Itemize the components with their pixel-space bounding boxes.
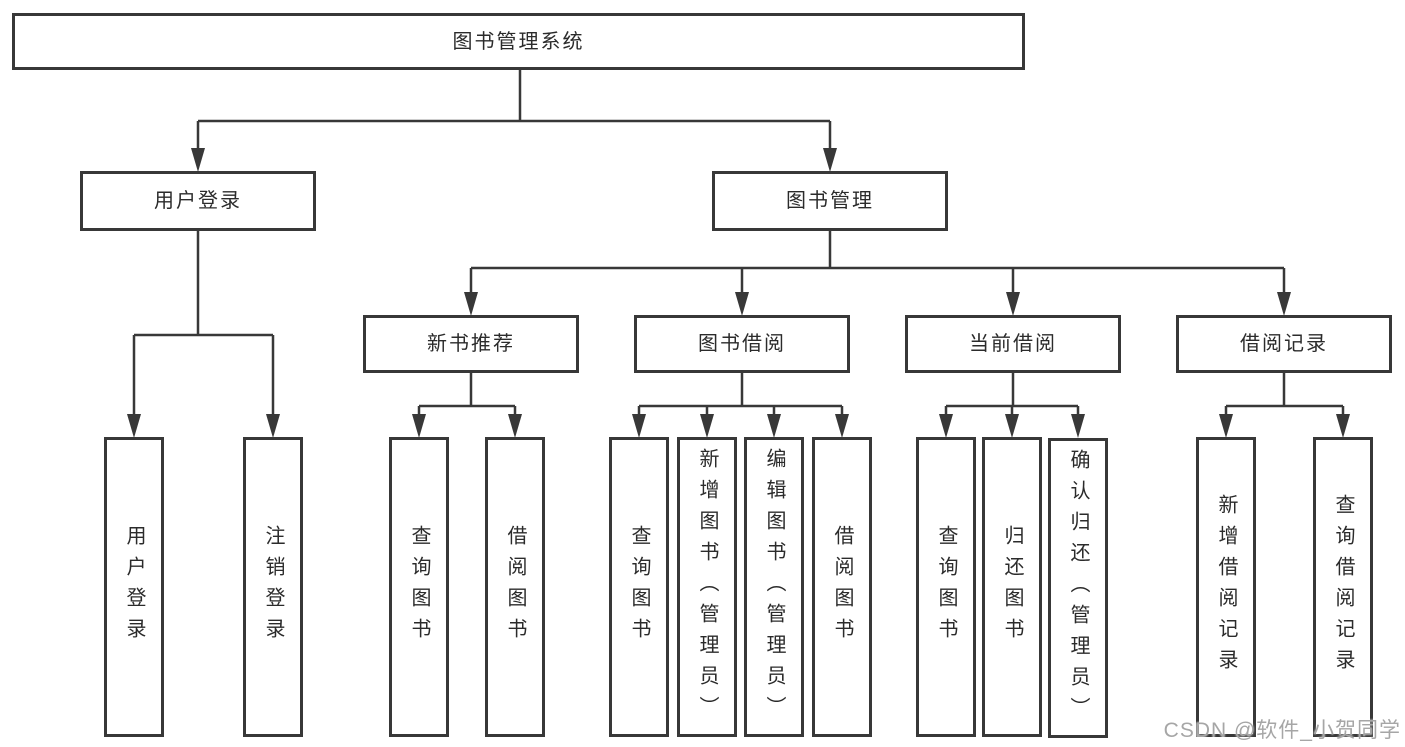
node-label: 借阅图书: [831, 525, 853, 649]
node-label: 查询借阅记录: [1332, 494, 1354, 680]
leaf-confirm-return-admin: 确认归还（管理员）: [1048, 438, 1108, 738]
node-label: 查询图书: [408, 525, 430, 649]
node-label: 新增图书（管理员）: [696, 447, 718, 727]
leaf-logout-login: 注销登录: [243, 437, 303, 737]
node-current-borrowing: 当前借阅: [905, 315, 1121, 373]
leaf-edit-book-admin: 编辑图书（管理员）: [744, 437, 804, 737]
node-label: 查询图书: [935, 525, 957, 649]
leaf-borrow-books-borrowing: 借阅图书: [812, 437, 872, 737]
node-label: 图书管理系统: [452, 30, 585, 53]
node-label: 借阅记录: [1240, 333, 1328, 355]
node-book-borrowing: 图书借阅: [634, 315, 850, 373]
leaf-query-books-recommend: 查询图书: [389, 437, 449, 737]
node-book-management: 图书管理: [712, 171, 948, 231]
node-label: 用户登录: [154, 190, 242, 212]
node-borrowing-records: 借阅记录: [1176, 315, 1392, 373]
node-label: 图书借阅: [698, 333, 786, 355]
arrowhead-icons: [127, 148, 1350, 438]
watermark-text: CSDN @软件_小贺同学: [1163, 719, 1401, 742]
leaf-query-borrow-record: 查询借阅记录: [1313, 437, 1373, 737]
node-label: 查询图书: [628, 525, 650, 649]
node-label: 新书推荐: [427, 333, 515, 355]
leaf-user-login: 用户登录: [104, 437, 164, 737]
leaf-query-books-current: 查询图书: [916, 437, 976, 737]
node-library-management-system: 图书管理系统: [12, 13, 1025, 70]
node-label: 确认归还（管理员）: [1067, 448, 1089, 728]
node-label: 用户登录: [123, 525, 145, 649]
leaf-borrow-books-recommend: 借阅图书: [485, 437, 545, 737]
node-label: 归还图书: [1001, 525, 1023, 649]
leaf-add-book-admin: 新增图书（管理员）: [677, 437, 737, 737]
node-user-login: 用户登录: [80, 171, 316, 231]
node-label: 当前借阅: [969, 333, 1057, 355]
node-label: 注销登录: [262, 525, 284, 649]
leaf-return-books: 归还图书: [982, 437, 1042, 737]
node-new-book-recommend: 新书推荐: [363, 315, 579, 373]
node-label: 图书管理: [786, 190, 874, 212]
node-label: 新增借阅记录: [1215, 494, 1237, 680]
node-label: 编辑图书（管理员）: [763, 447, 785, 727]
leaf-query-books-borrowing: 查询图书: [609, 437, 669, 737]
node-label: 借阅图书: [504, 525, 526, 649]
leaf-add-borrow-record: 新增借阅记录: [1196, 437, 1256, 737]
